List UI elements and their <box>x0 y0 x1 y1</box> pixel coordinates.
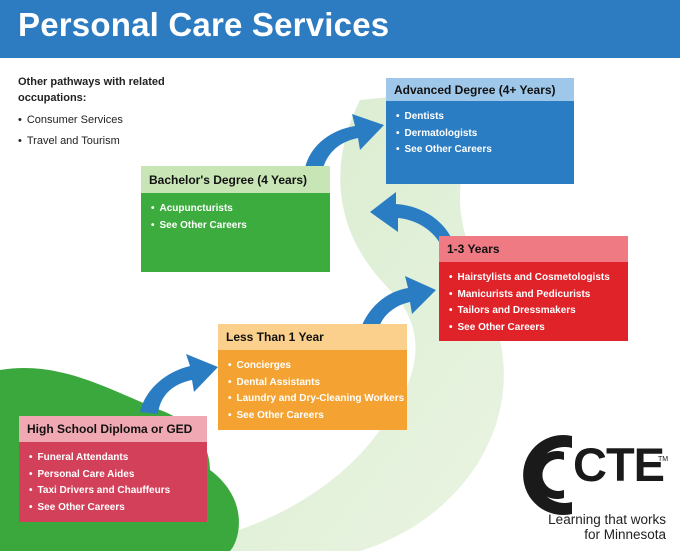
card-bachelors-degree: Bachelor's Degree (4 Years) Acupuncturis… <box>141 166 330 272</box>
tagline-line-1: Learning that works <box>548 512 666 527</box>
pathway-item[interactable]: Consumer Services <box>18 112 188 128</box>
arrow-13-to-ba <box>370 192 454 252</box>
card-1-3-years: 1-3 Years Hairstylists and Cosmetologist… <box>439 236 628 341</box>
career-item[interactable]: Tailors and Dressmakers <box>449 303 620 320</box>
see-other-careers-link[interactable]: See Other Careers <box>449 320 620 337</box>
other-pathways-title: Other pathways with related occupations: <box>18 76 165 104</box>
career-item[interactable]: Personal Care Aides <box>29 467 199 484</box>
career-item[interactable]: Manicurists and Pedicurists <box>449 287 620 304</box>
page-header: Personal Care Services <box>0 0 680 58</box>
arrow-hs-to-lt <box>140 354 218 414</box>
career-item[interactable]: Taxi Drivers and Chauffeurs <box>29 483 199 500</box>
see-other-careers-link[interactable]: See Other Careers <box>228 408 399 425</box>
cte-logo-mark <box>523 435 572 515</box>
career-item[interactable]: Funeral Attendants <box>29 450 199 467</box>
card-advanced-degree: Advanced Degree (4+ Years) Dentists Derm… <box>386 78 574 184</box>
card-title: Bachelor's Degree (4 Years) <box>141 166 330 193</box>
career-item[interactable]: Dentists <box>396 109 566 126</box>
arrow-lt-to-13 <box>360 276 436 334</box>
career-item[interactable]: Dermatologists <box>396 126 566 143</box>
see-other-careers-link[interactable]: See Other Careers <box>151 218 322 235</box>
card-title: High School Diploma or GED <box>19 416 207 442</box>
career-item[interactable]: Acupuncturists <box>151 201 322 218</box>
logo-tagline: Learning that works for Minnesota <box>520 512 666 542</box>
card-title: 1-3 Years <box>439 236 628 262</box>
card-title: Advanced Degree (4+ Years) <box>386 78 574 101</box>
see-other-careers-link[interactable]: See Other Careers <box>29 500 199 517</box>
card-title: Less Than 1 Year <box>218 324 407 350</box>
cte-logo-text: CTE <box>573 438 665 491</box>
arrow-ba-to-ad <box>305 114 384 172</box>
card-high-school: High School Diploma or GED Funeral Atten… <box>19 416 207 522</box>
tagline-line-2: for Minnesota <box>584 527 666 542</box>
career-item[interactable]: Dental Assistants <box>228 375 399 392</box>
page-title: Personal Care Services <box>18 6 390 43</box>
career-item[interactable]: Laundry and Dry-Cleaning Workers <box>228 391 405 408</box>
card-less-than-1-year: Less Than 1 Year Concierges Dental Assis… <box>218 324 407 430</box>
career-item[interactable]: Hairstylists and Cosmetologists <box>449 270 620 287</box>
see-other-careers-link[interactable]: See Other Careers <box>396 142 566 159</box>
career-item[interactable]: Concierges <box>228 358 399 375</box>
other-pathways: Other pathways with related occupations:… <box>18 74 188 154</box>
pathway-item[interactable]: Travel and Tourism <box>18 133 188 149</box>
trademark-symbol: TM <box>658 456 669 463</box>
